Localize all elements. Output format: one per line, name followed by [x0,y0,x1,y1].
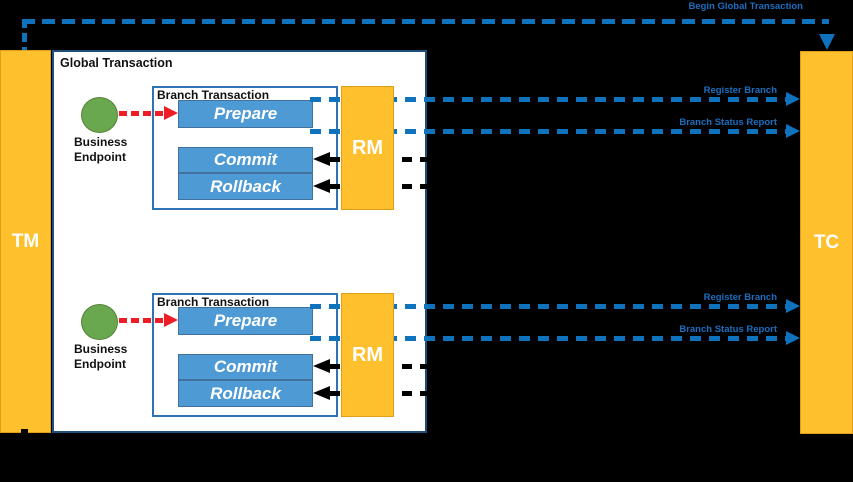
invoke-dashed-line [119,111,165,116]
arrow-right-blue-icon [786,331,800,345]
prepare-step: Prepare [178,100,313,128]
business-endpoint-label: Business Endpoint [74,342,128,372]
rollback-step: Rollback [178,173,313,200]
tm-connector-dashed-line [22,19,27,50]
register-branch-label: Register Branch [703,292,777,303]
invoke-dashed-line [119,318,165,323]
transaction-coordinator-bar: TC [800,51,853,434]
arrow-right-blue-icon [786,92,800,106]
register-branch-label: Register Branch [703,85,777,96]
arrow-left-black-icon [313,152,330,166]
arrow-right-blue-icon [786,124,800,138]
branch-status-report-label: Branch Status Report [679,117,777,128]
branch-status-report-dashed-line [310,129,786,134]
register-branch-dashed-line [310,304,786,309]
business-endpoint-icon [81,97,118,133]
rollback-step: Rollback [178,380,313,407]
commit-command-dashed-line [330,364,800,369]
global-transaction-title: Global Transaction [60,56,173,70]
branch-status-report-label: Branch Status Report [679,324,777,335]
register-branch-dashed-line [310,97,786,102]
transaction-manager-bar: TM [0,50,51,433]
arrow-left-black-icon [313,359,330,373]
prepare-step: Prepare [178,307,313,335]
rollback-command-dashed-line [330,391,800,396]
branch-transaction-title: Branch Transaction [157,295,270,309]
arrow-down-icon [819,34,835,50]
arrow-right-red-icon [164,313,178,327]
commit-command-dashed-line [330,157,800,162]
resource-manager-box: RM [341,293,394,417]
rollback-command-dashed-line [330,184,800,189]
begin-global-transaction-label: Begin Global Transaction [688,1,803,12]
arrow-left-black-icon [313,386,330,400]
business-endpoint-label: Business Endpoint [74,135,128,165]
branch-transaction-title: Branch Transaction [157,88,270,102]
branch-transaction-section-2: Branch Transaction Prepare Commit Rollba… [0,292,853,419]
arrow-right-blue-icon [786,299,800,313]
arrow-right-red-icon [164,106,178,120]
begin-global-transaction-dashed-line [22,19,829,24]
business-endpoint-icon [81,304,118,340]
resource-manager-box: RM [341,86,394,210]
arrow-left-black-icon [313,179,330,193]
commit-step: Commit [178,354,313,380]
branch-transaction-section-1: Branch Transaction Prepare Commit Rollba… [0,85,853,212]
commit-step: Commit [178,147,313,173]
tm-bottom-dash-notch [21,429,28,434]
branch-status-report-dashed-line [310,336,786,341]
